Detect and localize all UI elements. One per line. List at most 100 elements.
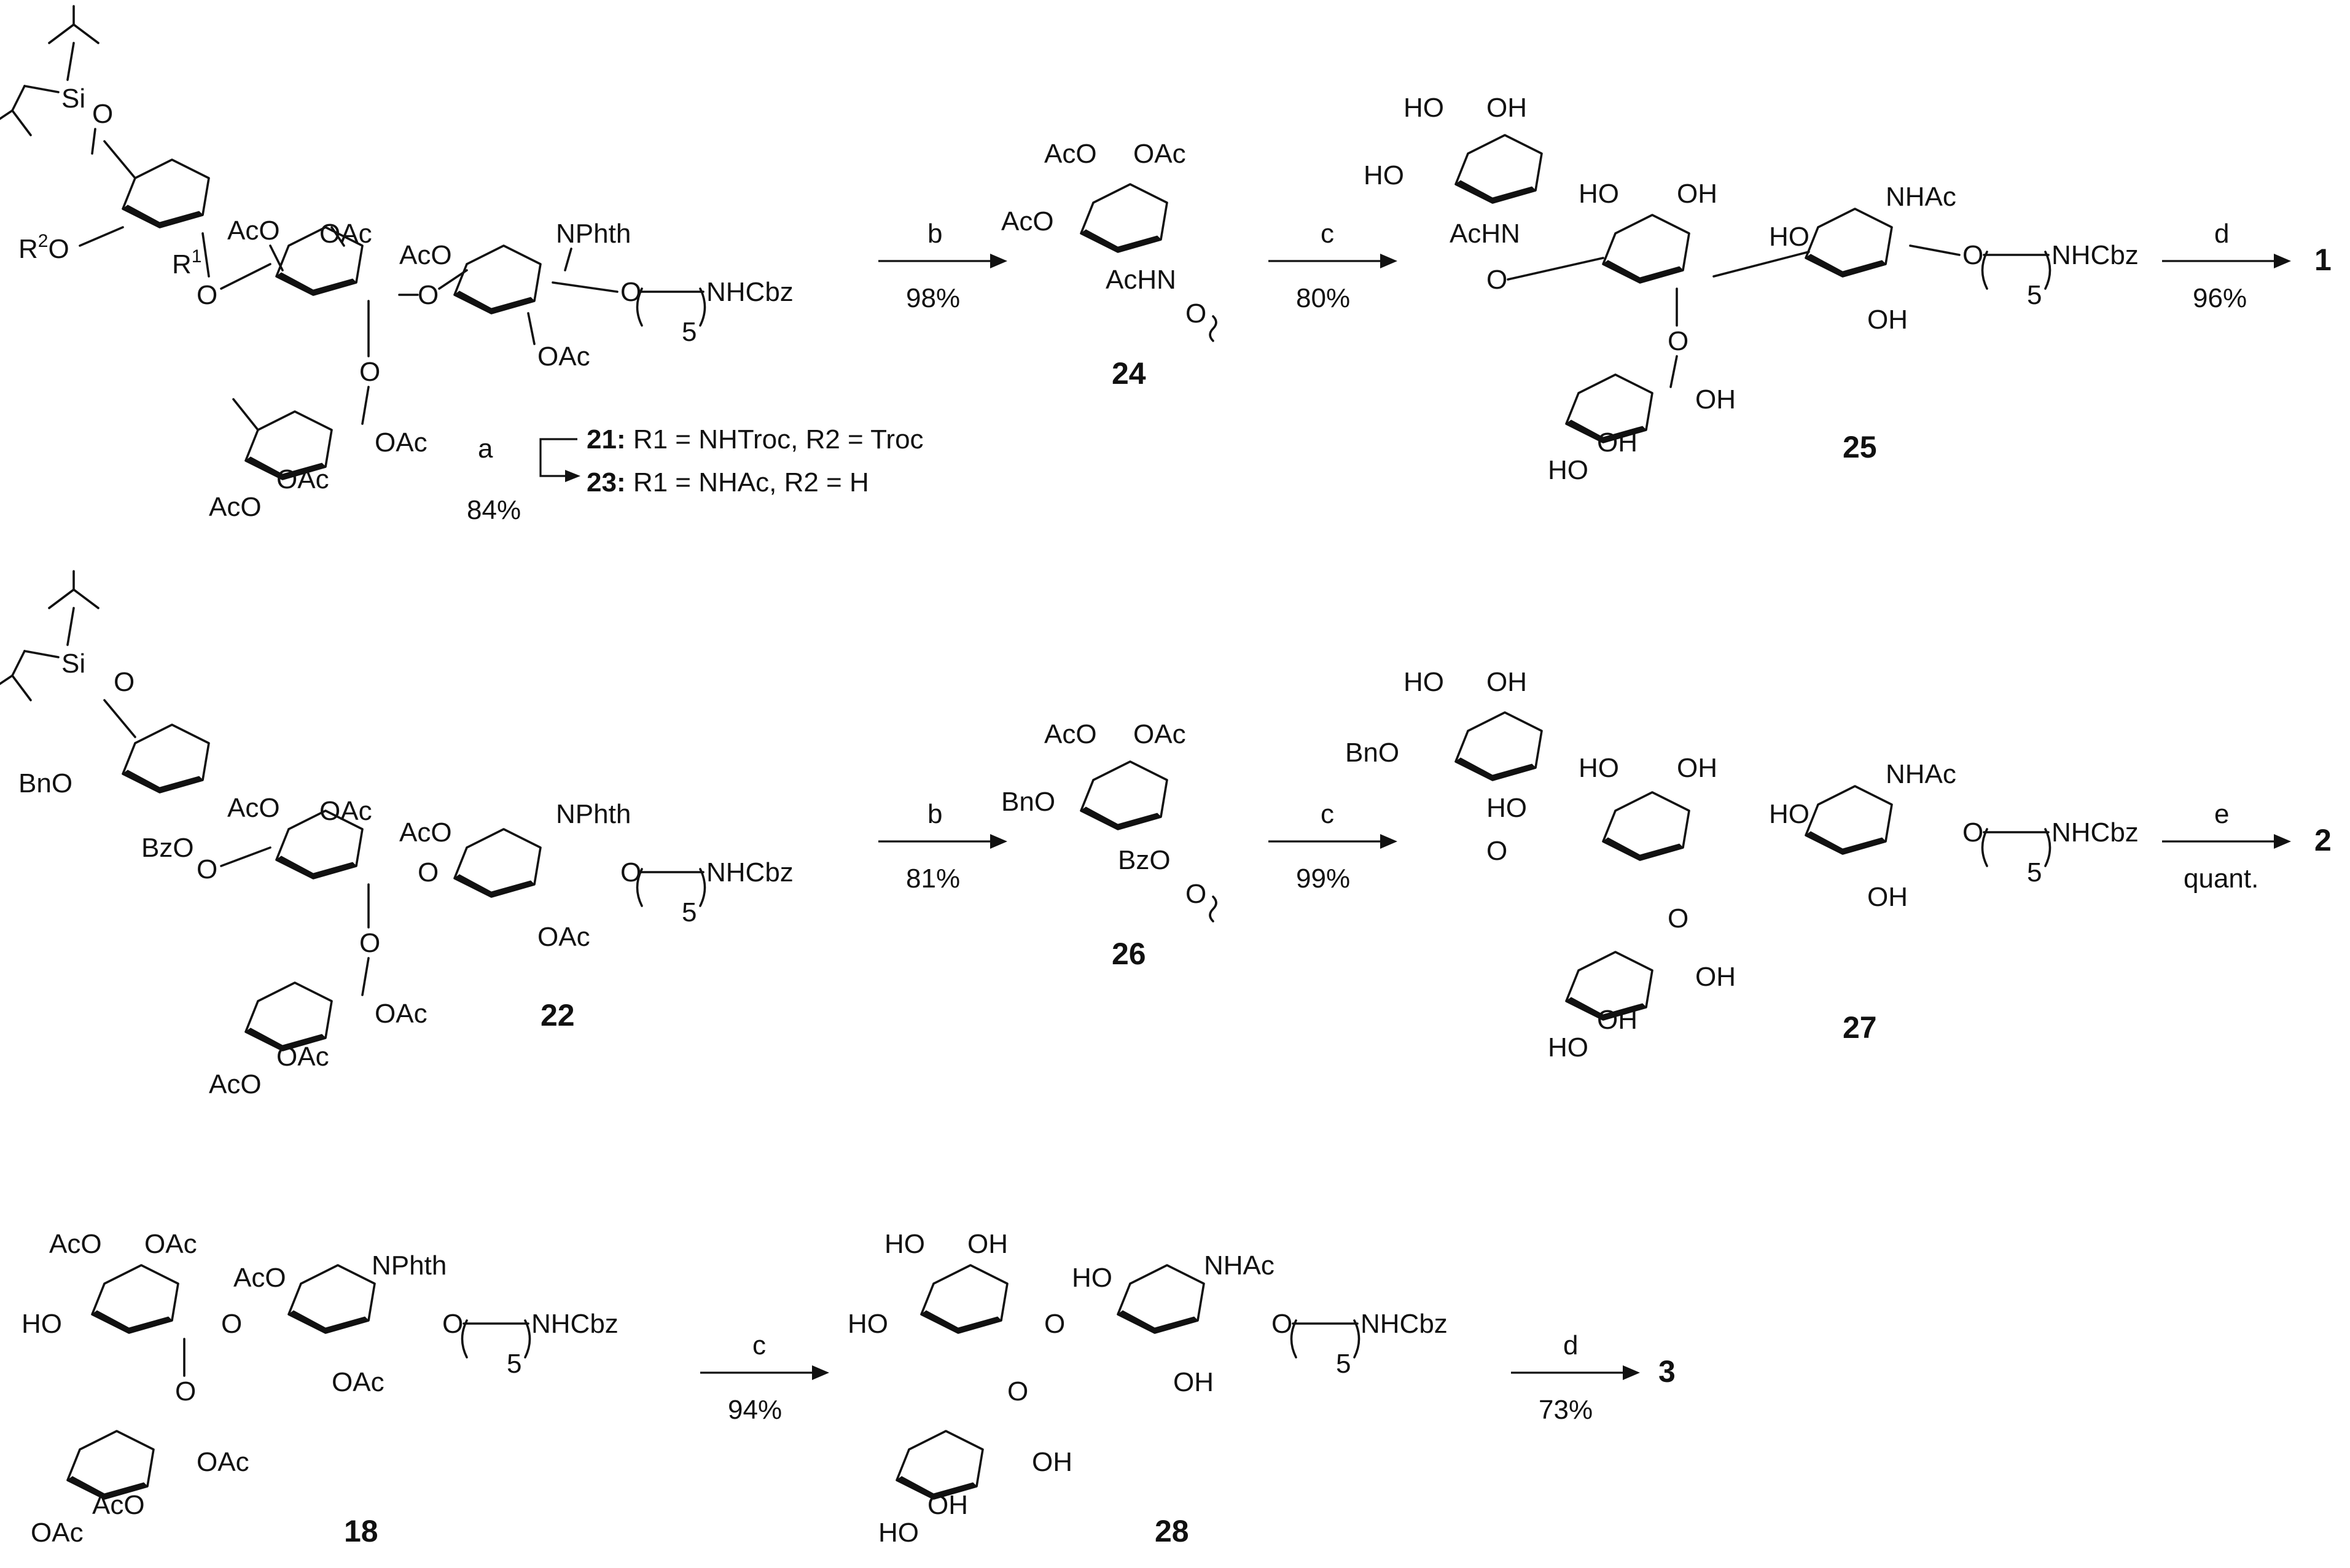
oh-27-d: OH: [1867, 882, 1908, 912]
aco-2: AcO: [399, 240, 452, 270]
reagent-d-row3: d: [1563, 1330, 1578, 1360]
reagent-b-row1: b: [927, 219, 942, 249]
aco-r2-2: AcO: [399, 817, 452, 848]
nhac-28: NHAc: [1204, 1250, 1275, 1281]
oac-r2-2: OAc: [537, 922, 590, 952]
o-link-28: O: [1044, 1309, 1065, 1339]
oh-25-d: OH: [1867, 305, 1908, 335]
o-fuc-27: O: [1668, 903, 1688, 934]
final-1: 1: [2314, 243, 2332, 277]
label-28: 28: [1155, 1514, 1189, 1548]
ho-27-a: HO: [1403, 667, 1444, 697]
o-25: O: [1486, 265, 1507, 295]
arrow-step-1-row1: b 98%: [878, 219, 1007, 313]
oac-fuc-1: OAc: [375, 427, 427, 458]
nhcbz-label: NHCbz: [706, 277, 794, 307]
reagent-d-row1: d: [2214, 219, 2229, 249]
oac-fuc-2: OAc: [276, 464, 329, 494]
product-27: HO OH BnO HO O HO OH NHAc HO O 5 NHCbz O…: [1345, 667, 2139, 1063]
r2o-label: R2O: [18, 231, 69, 264]
label-25: 25: [1843, 430, 1877, 464]
aco-18-b: AcO: [233, 1263, 286, 1293]
ho-25-e: HO: [1548, 455, 1588, 485]
nhcbz-27: NHCbz: [2051, 817, 2139, 848]
oac-26: OAc: [1133, 719, 1186, 749]
ho-25-d: HO: [1769, 222, 1809, 252]
yield-d-row1: 96%: [2193, 283, 2247, 313]
yield-e-row2: quant.: [2184, 864, 2258, 894]
oac-fuc-r2-1: OAc: [375, 999, 427, 1029]
yield-d-row3: 73%: [1539, 1395, 1593, 1425]
aco-1: AcO: [227, 216, 280, 246]
arrow-step-1-row2: b 81%: [878, 799, 1007, 894]
variant-23-text: R1 = NHAc, R2 = H: [633, 467, 869, 497]
yield-b-row1: 98%: [906, 283, 960, 313]
oac-fuc-r2-2: OAc: [276, 1042, 329, 1072]
oac-18-b: OAc: [332, 1367, 385, 1397]
o-link-fuc: O: [359, 357, 380, 387]
step-a: a 84% 21: R1 = NHTroc, R2 = Troc 23: R1 …: [467, 424, 924, 525]
linker-n-18: 5: [507, 1349, 521, 1379]
variant-21: 21: R1 = NHTroc, R2 = Troc: [587, 424, 924, 454]
bno-26: BnO: [1001, 787, 1055, 817]
bno-27: BnO: [1345, 738, 1399, 768]
oh-27-a: OH: [1486, 667, 1527, 697]
oac-24: OAc: [1133, 139, 1186, 169]
bno-label: BnO: [18, 768, 72, 798]
ho-27-b: HO: [1486, 793, 1527, 823]
si-label: Si: [61, 84, 85, 114]
o-linker-27: O: [1962, 817, 1983, 848]
aco-18-c: OAc: [31, 1518, 84, 1548]
linker-n-25: 5: [2027, 280, 2042, 310]
label-22: 22: [541, 998, 575, 1032]
nhcbz-25: NHCbz: [2051, 240, 2139, 270]
yield-c-row1: 80%: [1296, 283, 1350, 313]
o-26: O: [1185, 879, 1206, 909]
row-1: Si O R2O R1 O AcO OAc O OAc OAc: [0, 5, 2332, 525]
linker-n: 5: [682, 317, 697, 347]
nhac-25: NHAc: [1886, 182, 1956, 212]
ho-25-b: HO: [1364, 160, 1404, 190]
o-fuc-r2: O: [359, 928, 380, 958]
final-2: 2: [2314, 823, 2332, 857]
o-fuc-28: O: [1007, 1376, 1028, 1406]
oh-28-b: OH: [1173, 1367, 1214, 1397]
achn-25: AcHN: [1450, 219, 1520, 249]
linker-n-27: 5: [2027, 857, 2042, 887]
linker-n-r2: 5: [682, 897, 697, 927]
aco-24-a: AcO: [1044, 139, 1097, 169]
intermediate-24: AcO OAc AcO AcHN O 24: [1001, 139, 1217, 391]
bzo-26: BzO: [1118, 845, 1171, 875]
o-label: O: [92, 99, 113, 129]
oac-18-a: OAc: [144, 1229, 197, 1259]
label-18: 18: [344, 1514, 378, 1548]
reagent-a: a: [478, 434, 493, 464]
variant-21-text: R1 = NHTroc, R2 = Troc: [633, 424, 924, 454]
nhcbz-28: NHCbz: [1360, 1309, 1448, 1339]
oh-28-d: OH: [927, 1490, 968, 1520]
label-27: 27: [1843, 1010, 1877, 1045]
row-3: AcO OAc HO O AcO NPhth O 5 NHCbz OAc O O…: [21, 1229, 1676, 1548]
arrow-step-2-row1: c 80%: [1268, 219, 1397, 313]
ho-18: HO: [21, 1309, 62, 1339]
nphth-label: NPhth: [556, 219, 631, 249]
ho-27-d: HO: [1769, 799, 1809, 829]
nhcbz-18: NHCbz: [531, 1309, 619, 1339]
oac-2: OAc: [537, 341, 590, 372]
reagent-c-row2: c: [1321, 799, 1334, 829]
row-2: Si O BnO BzO O AcO OAc O OAc OAc AcO O A…: [0, 570, 2332, 1099]
ho-27-e: HO: [1548, 1032, 1588, 1063]
arrow-step-3-row2: e quant.: [2162, 799, 2291, 894]
o-link-2: O: [418, 280, 439, 310]
nhcbz-r2: NHCbz: [706, 857, 794, 887]
aco-r2-1: AcO: [227, 793, 280, 823]
aco-26: AcO: [1044, 719, 1097, 749]
reagent-b-row2: b: [927, 799, 942, 829]
o-linker-25: O: [1962, 240, 1983, 270]
aco-24-b: AcO: [1001, 206, 1054, 236]
oh-28-c: OH: [1032, 1447, 1072, 1477]
yield-c-row2: 99%: [1296, 864, 1350, 894]
oh-25-c: OH: [1677, 179, 1717, 209]
oh-25-a: OH: [1486, 93, 1527, 123]
